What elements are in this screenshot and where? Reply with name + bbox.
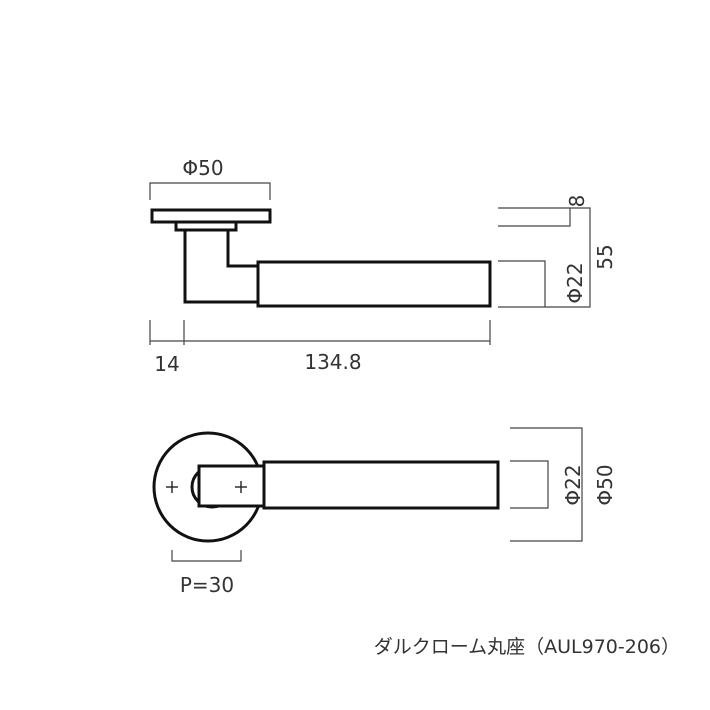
side-lever-neck — [183, 228, 260, 304]
front-pitch-dimension-line — [171, 550, 242, 562]
side-lever-diameter-dimension-line — [498, 260, 546, 307]
side-rose-diameter-label: Φ50 — [182, 156, 223, 180]
side-view: Φ50 14 134.8 8 55 Φ22 — [149, 156, 617, 376]
side-rose-diameter-dimension-line — [149, 182, 271, 200]
front-lever-bar — [262, 460, 500, 510]
side-projection-dimension-line — [498, 207, 591, 308]
side-projection-label: 55 — [593, 244, 617, 269]
side-rose-thickness-dimension-line — [498, 207, 571, 227]
front-screw-mark-right — [235, 481, 247, 493]
front-rose-diameter-label: Φ50 — [593, 464, 617, 505]
front-pitch-label: P=30 — [180, 573, 234, 597]
front-neck-block — [197, 464, 266, 508]
side-rose-plate — [150, 208, 272, 224]
side-rose-thickness-label: 8 — [565, 195, 589, 208]
front-lever-diameter-label: Φ22 — [561, 464, 585, 505]
front-lever-diameter-dimension-line — [510, 460, 549, 509]
front-rose-diameter-dimension-line — [510, 427, 583, 542]
side-offset-label: 14 — [154, 352, 179, 376]
side-lever-bar — [256, 260, 492, 308]
side-lever-diameter-label: Φ22 — [563, 262, 587, 303]
product-caption: ダルクローム丸座（AUL970-206） — [374, 636, 680, 658]
front-screw-mark-left — [166, 481, 178, 493]
front-view: P=30 Φ22 Φ50 — [152, 427, 617, 597]
side-lever-length-label: 134.8 — [304, 350, 361, 374]
